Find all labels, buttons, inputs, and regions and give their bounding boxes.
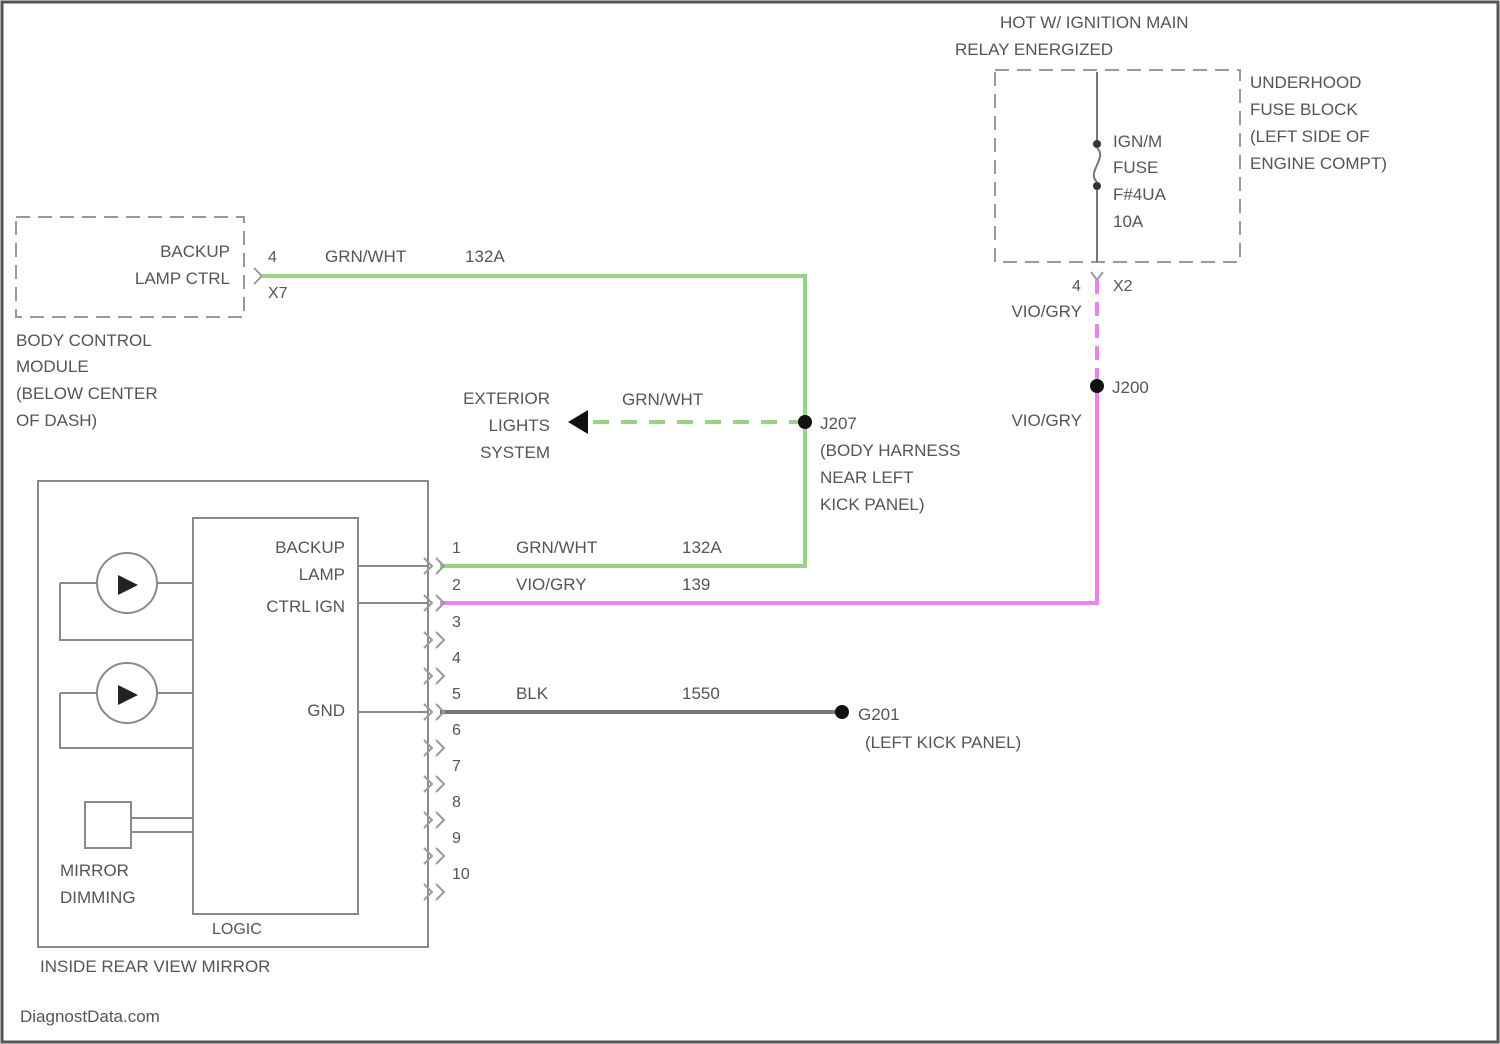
mirror-logic-caption: LOGIC: [212, 921, 262, 938]
ext-lights-label-3: SYSTEM: [480, 443, 550, 462]
wire-pin1-circuit: 132A: [682, 538, 722, 557]
bcm-connector-symbol: [254, 268, 262, 284]
bcm-name-4: OF DASH): [16, 411, 97, 430]
wire-pin5-circuit: 1550: [682, 684, 720, 703]
fuse-connector-symbol: [1091, 272, 1103, 280]
fuse-number: F#4UA: [1113, 185, 1167, 204]
fuse-block-name-4: ENGINE COMPT): [1250, 154, 1387, 173]
wire-pin1-color: GRN/WHT: [516, 538, 597, 557]
mirror-pin-3-label: 3: [452, 614, 461, 631]
fuse-type: FUSE: [1113, 158, 1158, 177]
mirror-pin-5-label: 5: [452, 686, 461, 703]
fuse-hot-label-2: RELAY ENERGIZED: [955, 40, 1113, 59]
wire-bcm-circuit: 132A: [465, 247, 505, 266]
bcm-function-2: LAMP CTRL: [135, 269, 230, 288]
dimming-label-2: DIMMING: [60, 888, 136, 907]
fuse-pin-label: 4: [1072, 278, 1081, 295]
led-2-leads: [60, 693, 193, 748]
bcm-outline: [16, 217, 244, 317]
bcm-connector-label: X7: [268, 285, 288, 302]
ext-lights-label-2: LIGHTS: [489, 416, 550, 435]
fuse-terminal-top: [1093, 140, 1101, 148]
logic-ctrl-ign-label: CTRL IGN: [266, 597, 345, 616]
fuse-block-name-1: UNDERHOOD: [1250, 73, 1361, 92]
mirror-connector-pins: 1 2 3 4 5 6 7 8 9 10: [424, 540, 470, 900]
bcm-name-3: (BELOW CENTER: [16, 384, 158, 403]
wire-ext-color: GRN/WHT: [622, 390, 703, 409]
wire-bcm-color: GRN/WHT: [325, 247, 406, 266]
ground-g201-point: [835, 705, 849, 719]
mirror-pin-9-label: 9: [452, 830, 461, 847]
splice-j207: [798, 415, 812, 429]
ext-lights-label-1: EXTERIOR: [463, 389, 550, 408]
mirror-pin-7-label: 7: [452, 758, 461, 775]
wire-pin2-circuit: 139: [682, 575, 710, 594]
bcm-function-1: BACKUP: [160, 242, 230, 261]
led-1-leads: [60, 583, 193, 640]
fuse-rating: 10A: [1113, 212, 1144, 231]
logic-backup-label: BACKUP: [275, 538, 345, 557]
led-2-diode-icon: [118, 685, 138, 705]
ground-desc: (LEFT KICK PANEL): [865, 733, 1021, 752]
led-1-diode-icon: [118, 575, 138, 595]
fuse-block-name-2: FUSE BLOCK: [1250, 100, 1358, 119]
bcm-name-2: MODULE: [16, 357, 89, 376]
mirror-pin-8-label: 8: [452, 794, 461, 811]
mirror-pin-2-label: 2: [452, 577, 461, 594]
logic-gnd-label: GND: [307, 701, 345, 720]
ground-name: G201: [858, 705, 900, 724]
bcm-pin-label: 4: [268, 249, 277, 266]
fuse-terminal-bottom: [1093, 182, 1101, 190]
fuse-connector-label: X2: [1113, 278, 1133, 295]
fuse-name: IGN/M: [1113, 132, 1162, 151]
mirror-name: INSIDE REAR VIEW MIRROR: [40, 957, 270, 976]
splice-j200: [1090, 379, 1104, 393]
mirror-pin-6-label: 6: [452, 722, 461, 739]
footer-watermark: DiagnostData.com: [20, 1007, 160, 1026]
wire-pin2-color: VIO/GRY: [516, 575, 587, 594]
splice-j200-name: J200: [1112, 378, 1149, 397]
fuse-hot-label-1: HOT W/ IGNITION MAIN: [1000, 13, 1189, 32]
ext-lights-arrow-icon: [568, 410, 588, 434]
bcm-name-1: BODY CONTROL: [16, 331, 152, 350]
fuse-symbol: [1094, 148, 1100, 182]
wire-splice-color: VIO/GRY: [1011, 411, 1082, 430]
dimming-sensor-icon: [85, 802, 131, 848]
mirror-pin-1-label: 1: [452, 540, 461, 557]
splice-j207-desc-3: KICK PANEL): [820, 495, 925, 514]
splice-j207-desc-2: NEAR LEFT: [820, 468, 914, 487]
splice-j207-name: J207: [820, 414, 857, 433]
fuse-block-name-3: (LEFT SIDE OF: [1250, 127, 1370, 146]
splice-j207-desc-1: (BODY HARNESS: [820, 441, 960, 460]
logic-lamp-label: LAMP: [299, 565, 345, 584]
mirror-pin-4-label: 4: [452, 650, 461, 667]
wire-fuse-color: VIO/GRY: [1011, 302, 1082, 321]
wire-pin5-color: BLK: [516, 684, 549, 703]
dimming-label-1: MIRROR: [60, 861, 129, 880]
mirror-pin-10-label: 10: [452, 866, 470, 883]
